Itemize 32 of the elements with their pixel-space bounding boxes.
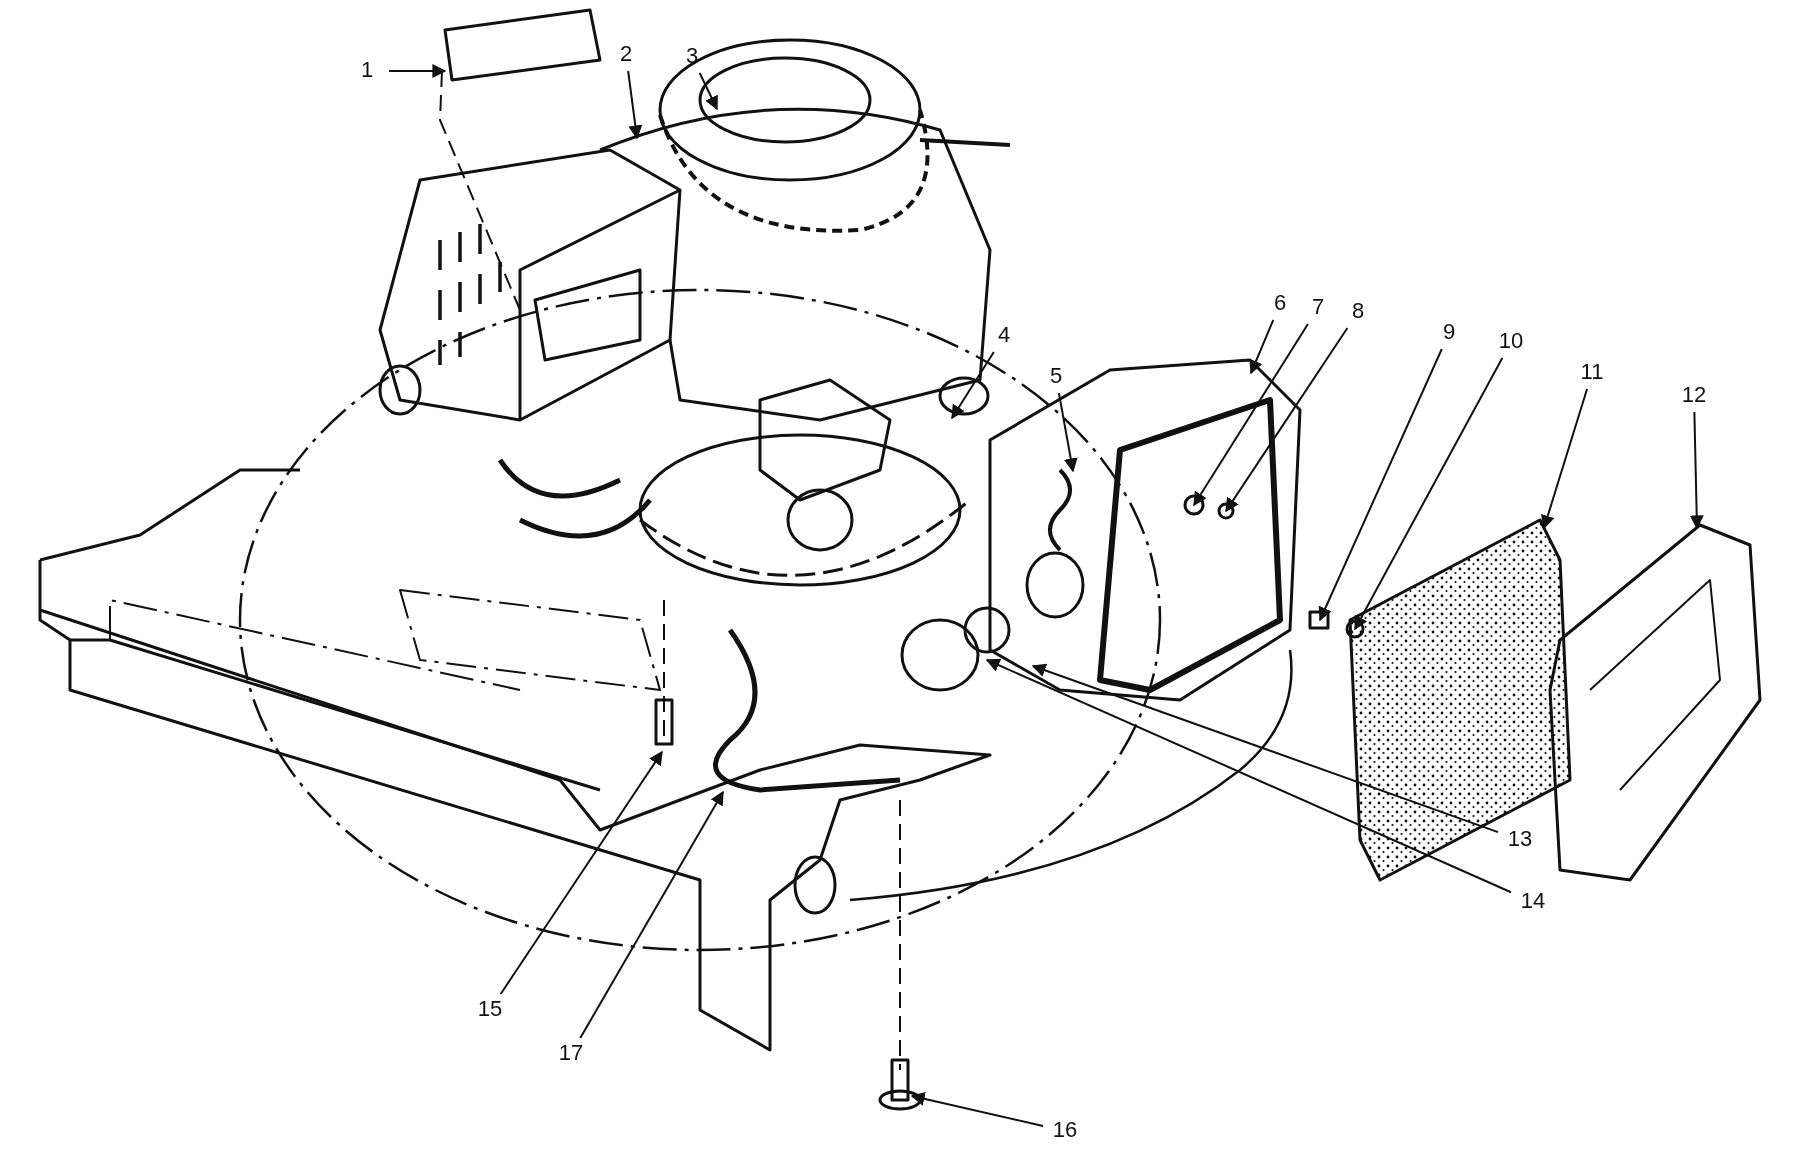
- callout-number: 15: [470, 996, 510, 1024]
- leader-line: [985, 658, 1512, 894]
- callout-number: 7: [1298, 294, 1338, 322]
- callout-number: 12: [1674, 382, 1714, 410]
- leader-line: [1225, 327, 1349, 513]
- leader-line: [1541, 388, 1589, 530]
- callout-number: 9: [1429, 319, 1469, 347]
- leader-line: [1354, 357, 1504, 631]
- callout-number: 13: [1500, 826, 1540, 854]
- leader-line: [579, 790, 724, 1039]
- leader-line: [1689, 411, 1704, 530]
- leader-line: [951, 351, 995, 420]
- leader-line: [499, 750, 663, 995]
- callout-number: 11: [1572, 359, 1612, 387]
- callout-number: 4: [984, 322, 1024, 350]
- leader-line: [1249, 319, 1275, 375]
- callout-number: 17: [551, 1040, 591, 1068]
- leader-line: [388, 64, 447, 78]
- callout-number: 10: [1491, 328, 1531, 356]
- callout-number: 14: [1513, 888, 1553, 916]
- leader-line: [1057, 392, 1078, 473]
- leader-line: [910, 1092, 1044, 1127]
- leader-line: [1318, 348, 1443, 622]
- callout-number: 16: [1045, 1117, 1085, 1145]
- callout-number: 8: [1338, 298, 1378, 326]
- leader-line: [627, 70, 643, 140]
- callout-number: 6: [1260, 290, 1300, 318]
- leader-line: [1193, 323, 1309, 507]
- callout-number: 2: [606, 41, 646, 69]
- callout-number: 5: [1036, 363, 1076, 391]
- callout-number: 1: [347, 57, 387, 85]
- leader-line: [698, 72, 718, 111]
